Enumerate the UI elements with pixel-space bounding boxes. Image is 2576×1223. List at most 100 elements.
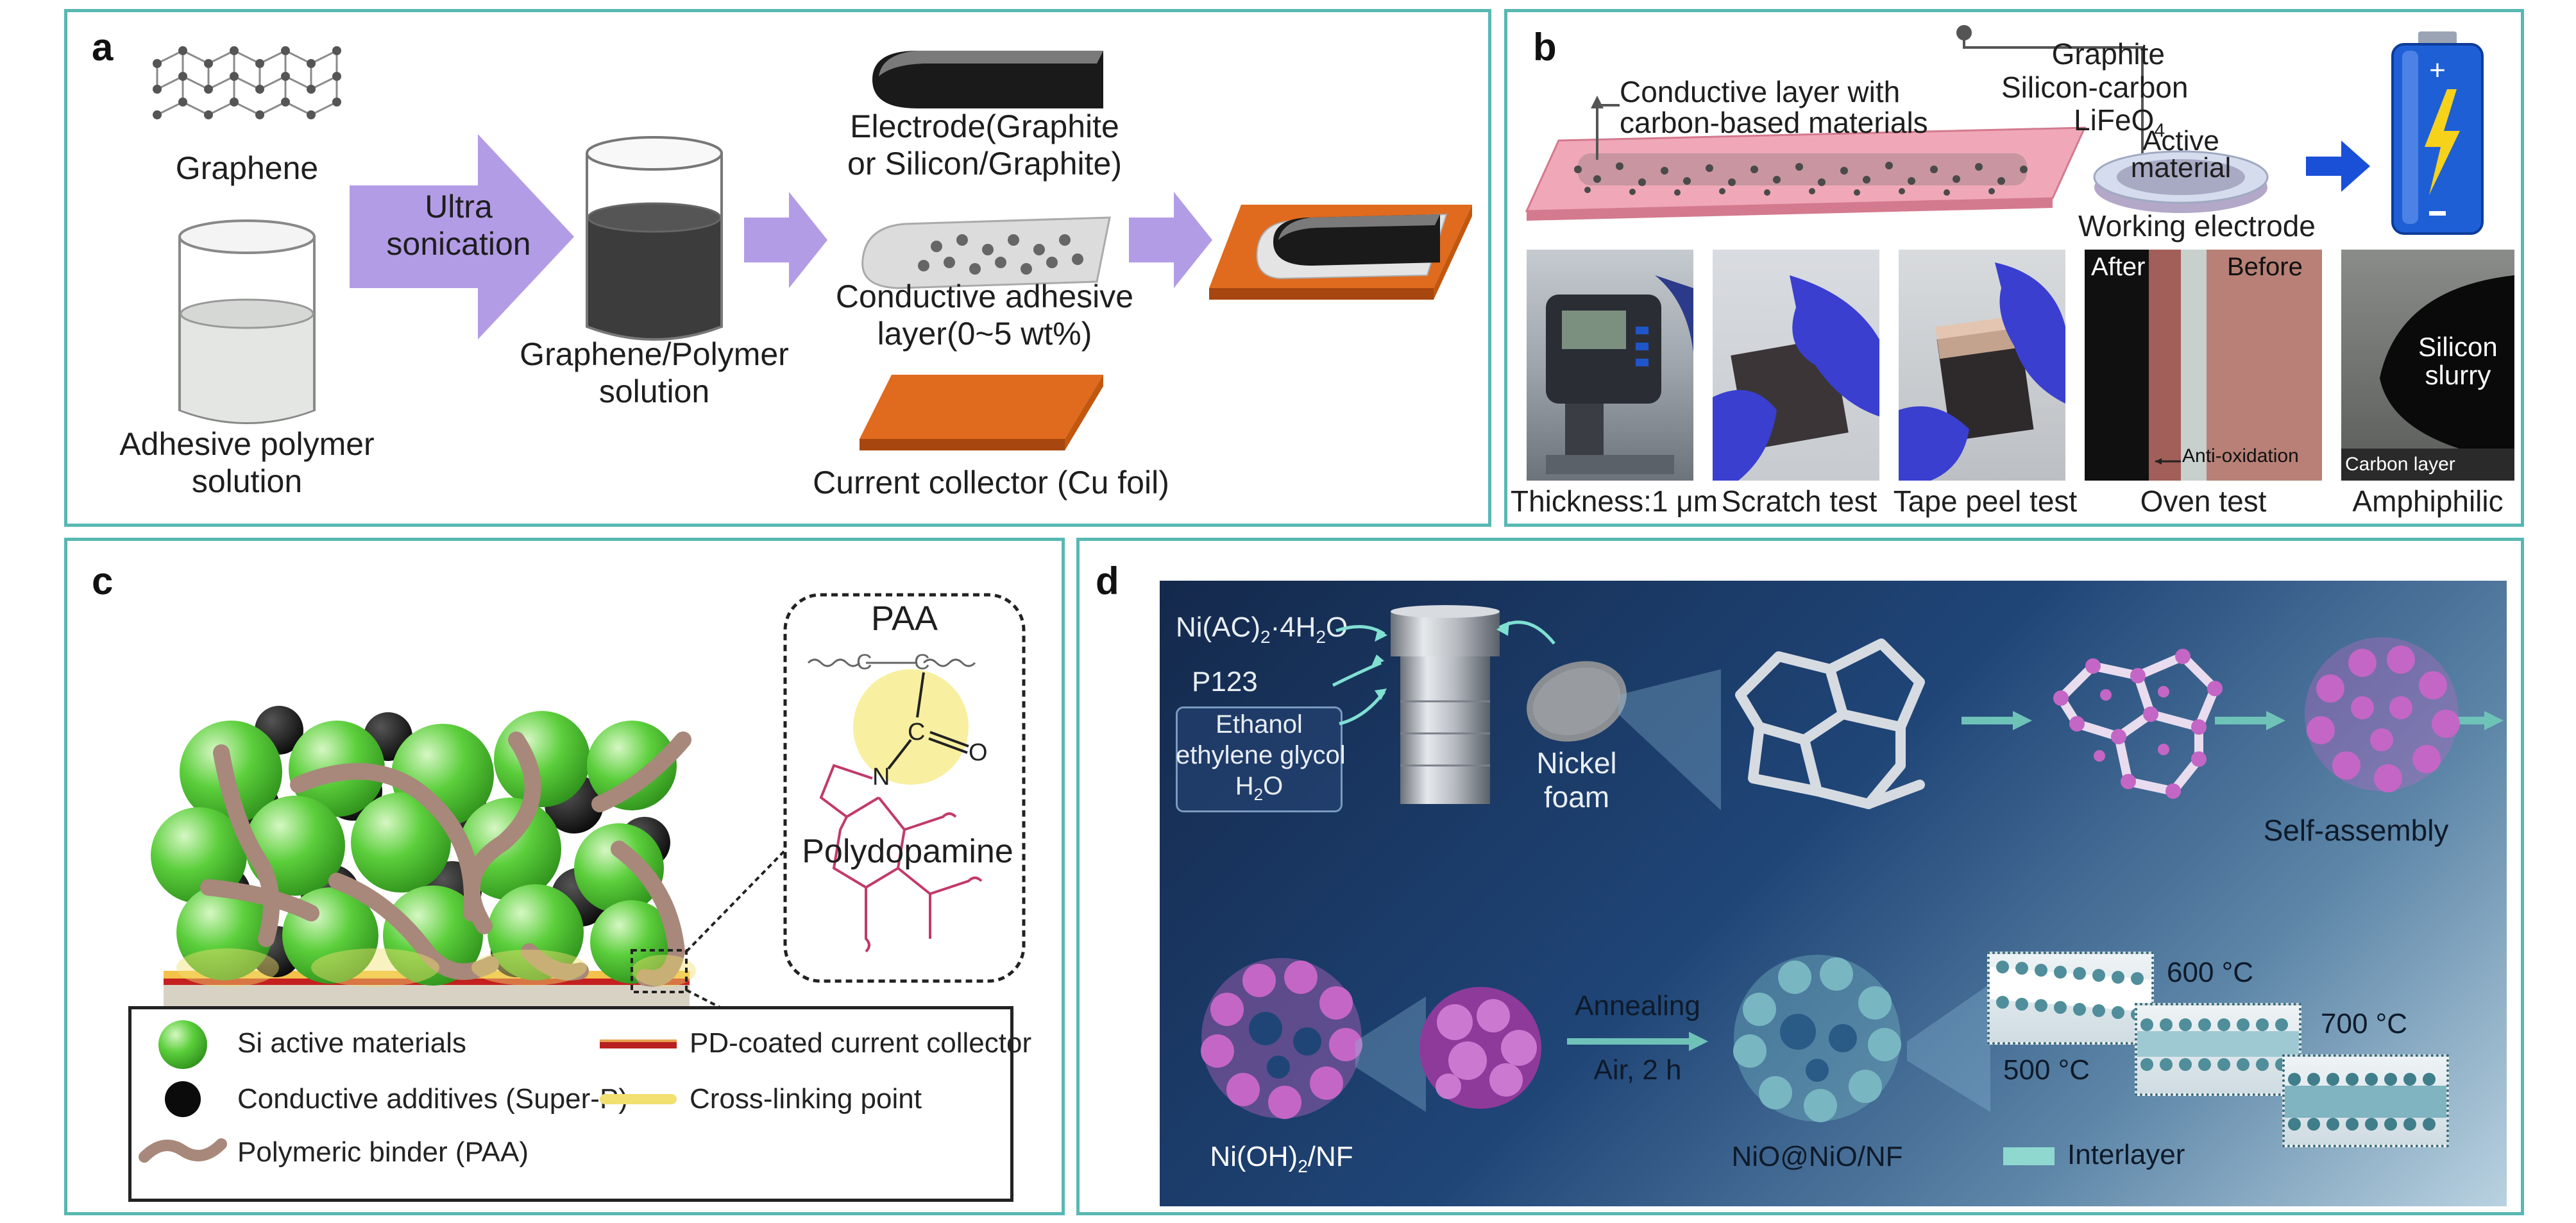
- p123-label: P123: [1192, 666, 1258, 697]
- self-assembly-label: Self-assembly: [2263, 814, 2449, 847]
- nio-cluster-icon: [1733, 955, 1901, 1122]
- solvents-box: [1176, 706, 1343, 812]
- svg-text:C: C: [856, 650, 872, 674]
- zoom-beam-2: [1355, 996, 1426, 1112]
- zoom-beam-3: [1907, 984, 1990, 1112]
- pink-foam-assembly-icon: [2053, 649, 2223, 799]
- nioh-zoom-icon: [1419, 987, 1541, 1109]
- annealing-label: Annealing: [1575, 990, 1700, 1022]
- nioh-label: Ni(OH)2/NF: [1210, 1141, 1353, 1176]
- blue-arrow-icon: [2306, 141, 2370, 192]
- ultrasonication-arrow-icon: [350, 134, 574, 339]
- self-assembly-cluster-icon: [2305, 637, 2460, 792]
- legend-crosslink-label: Cross-linking point: [690, 1083, 922, 1115]
- legend-conductive-label: Conductive additives (Super-P): [237, 1083, 628, 1115]
- caption-thickness: Thickness:1 μm: [1511, 484, 1718, 518]
- legend-si-label: Si active materials: [237, 1027, 467, 1059]
- temp-600-label: 600 °C: [2167, 957, 2254, 988]
- caption-amphiphilic: Amphiphilic: [2352, 484, 2504, 518]
- graphene-label: Graphene: [175, 150, 319, 186]
- process-arrow-2-icon: [2215, 711, 2285, 730]
- paa-label: PAA: [870, 599, 938, 638]
- conductive-adhesive-layer-icon: [861, 216, 1111, 289]
- materials-list: Graphite Silicon-carbon LiFeO4: [2001, 37, 2189, 142]
- temp-500-label: 500 °C: [2003, 1054, 2090, 1086]
- inset-500c: [1987, 952, 2154, 1045]
- panel-c: c: [64, 538, 1065, 1215]
- small-arrow-2-icon: [1129, 192, 1212, 288]
- carbon-layer-label: Carbon layer: [2345, 454, 2455, 475]
- interlayer-swatch: [2003, 1147, 2055, 1165]
- battery-icon: +: [2391, 31, 2484, 235]
- legend-box: [128, 1006, 1013, 1202]
- legend-crosslink-icon: [600, 1094, 677, 1104]
- graphene-polymer-beaker-icon: [586, 136, 723, 341]
- materials-pointer-icon: [1956, 25, 2144, 185]
- svg-text:+: +: [2429, 55, 2446, 86]
- legend-binder-label: Polymeric binder (PAA): [237, 1136, 529, 1168]
- caption-oven: Oven test: [2140, 484, 2267, 518]
- thickness-photo: [1527, 250, 1693, 481]
- ni-ac-label: Ni(AC)2·4H2O: [1176, 612, 1348, 647]
- nioh-cluster-icon: [1201, 958, 1362, 1119]
- cu-foil-icon: [860, 375, 1103, 450]
- svg-text:N: N: [872, 764, 890, 791]
- svg-text:O: O: [969, 739, 988, 766]
- inset-600c: [2135, 1003, 2301, 1096]
- oven-before-label: Before: [2227, 253, 2303, 281]
- conductive-layer-pointer-icon: [1591, 96, 1620, 160]
- caption-scratch: Scratch test: [1721, 484, 1877, 518]
- interlayer-label: Interlayer: [2067, 1139, 2185, 1170]
- ni-foam-skeleton-icon: [1735, 638, 1925, 809]
- reagent-arrows-icon: [1332, 625, 1387, 726]
- working-electrode-label: Working electrode: [2078, 209, 2316, 243]
- caption-tape-peel: Tape peel test: [1893, 484, 2078, 518]
- svg-text:C: C: [914, 650, 930, 674]
- panel-d-label: d: [1096, 560, 1119, 603]
- current-collector-label: Current collector (Cu foil): [813, 465, 1169, 500]
- electrode-icon: [872, 51, 1103, 108]
- oven-test-photo: After Before Anti-oxidation: [2085, 250, 2322, 481]
- working-electrode-disc-icon: [2093, 150, 2269, 213]
- anti-oxidation-label: Anti-oxidation: [2182, 445, 2299, 466]
- panel-a-label: a: [92, 26, 114, 69]
- temp-700-label: 700 °C: [2321, 1008, 2408, 1039]
- scratch-test-photo: [1713, 250, 1879, 481]
- annealing-condition-label: Air, 2 h: [1593, 1054, 1682, 1086]
- assembled-electrode-icon: [1209, 205, 1472, 300]
- legend-binder-icon: [139, 1138, 227, 1163]
- panel-b-label: b: [1533, 26, 1557, 69]
- legend-pd-icon: [600, 1039, 677, 1048]
- process-arrow-1-icon: [1962, 711, 2032, 730]
- annealing-arrow-icon: [1567, 1032, 1708, 1051]
- carbon-particles-icon: [1574, 162, 2028, 196]
- legend-si-icon: [158, 1020, 207, 1069]
- foam-arrow-icon: [1496, 620, 1555, 645]
- autoclave-icon: [1391, 605, 1500, 804]
- tape-peel-photo: [1899, 250, 2065, 481]
- si-anode-schematic: [151, 706, 813, 1056]
- panel-d: d Ni(AC)2·4H2O P123 Ethanol ethylene gly…: [1076, 538, 2524, 1215]
- nio-label: NiO@NiO/NF: [1731, 1141, 1903, 1172]
- oven-after-label: After: [2091, 253, 2146, 281]
- zoom-beam-1: [1618, 669, 1721, 810]
- nickel-foam-icon: [1527, 661, 1627, 742]
- legend-pd-label: PD-coated current collector: [690, 1027, 1032, 1059]
- inset-700c: [2282, 1054, 2449, 1147]
- graphene-lattice-icon: [153, 46, 341, 119]
- small-arrow-1-icon: [744, 192, 827, 288]
- adhesive-beaker-icon: [178, 219, 316, 424]
- legend-conductive-icon: [165, 1081, 201, 1117]
- polydopamine-label: Polydopamine: [802, 833, 1013, 870]
